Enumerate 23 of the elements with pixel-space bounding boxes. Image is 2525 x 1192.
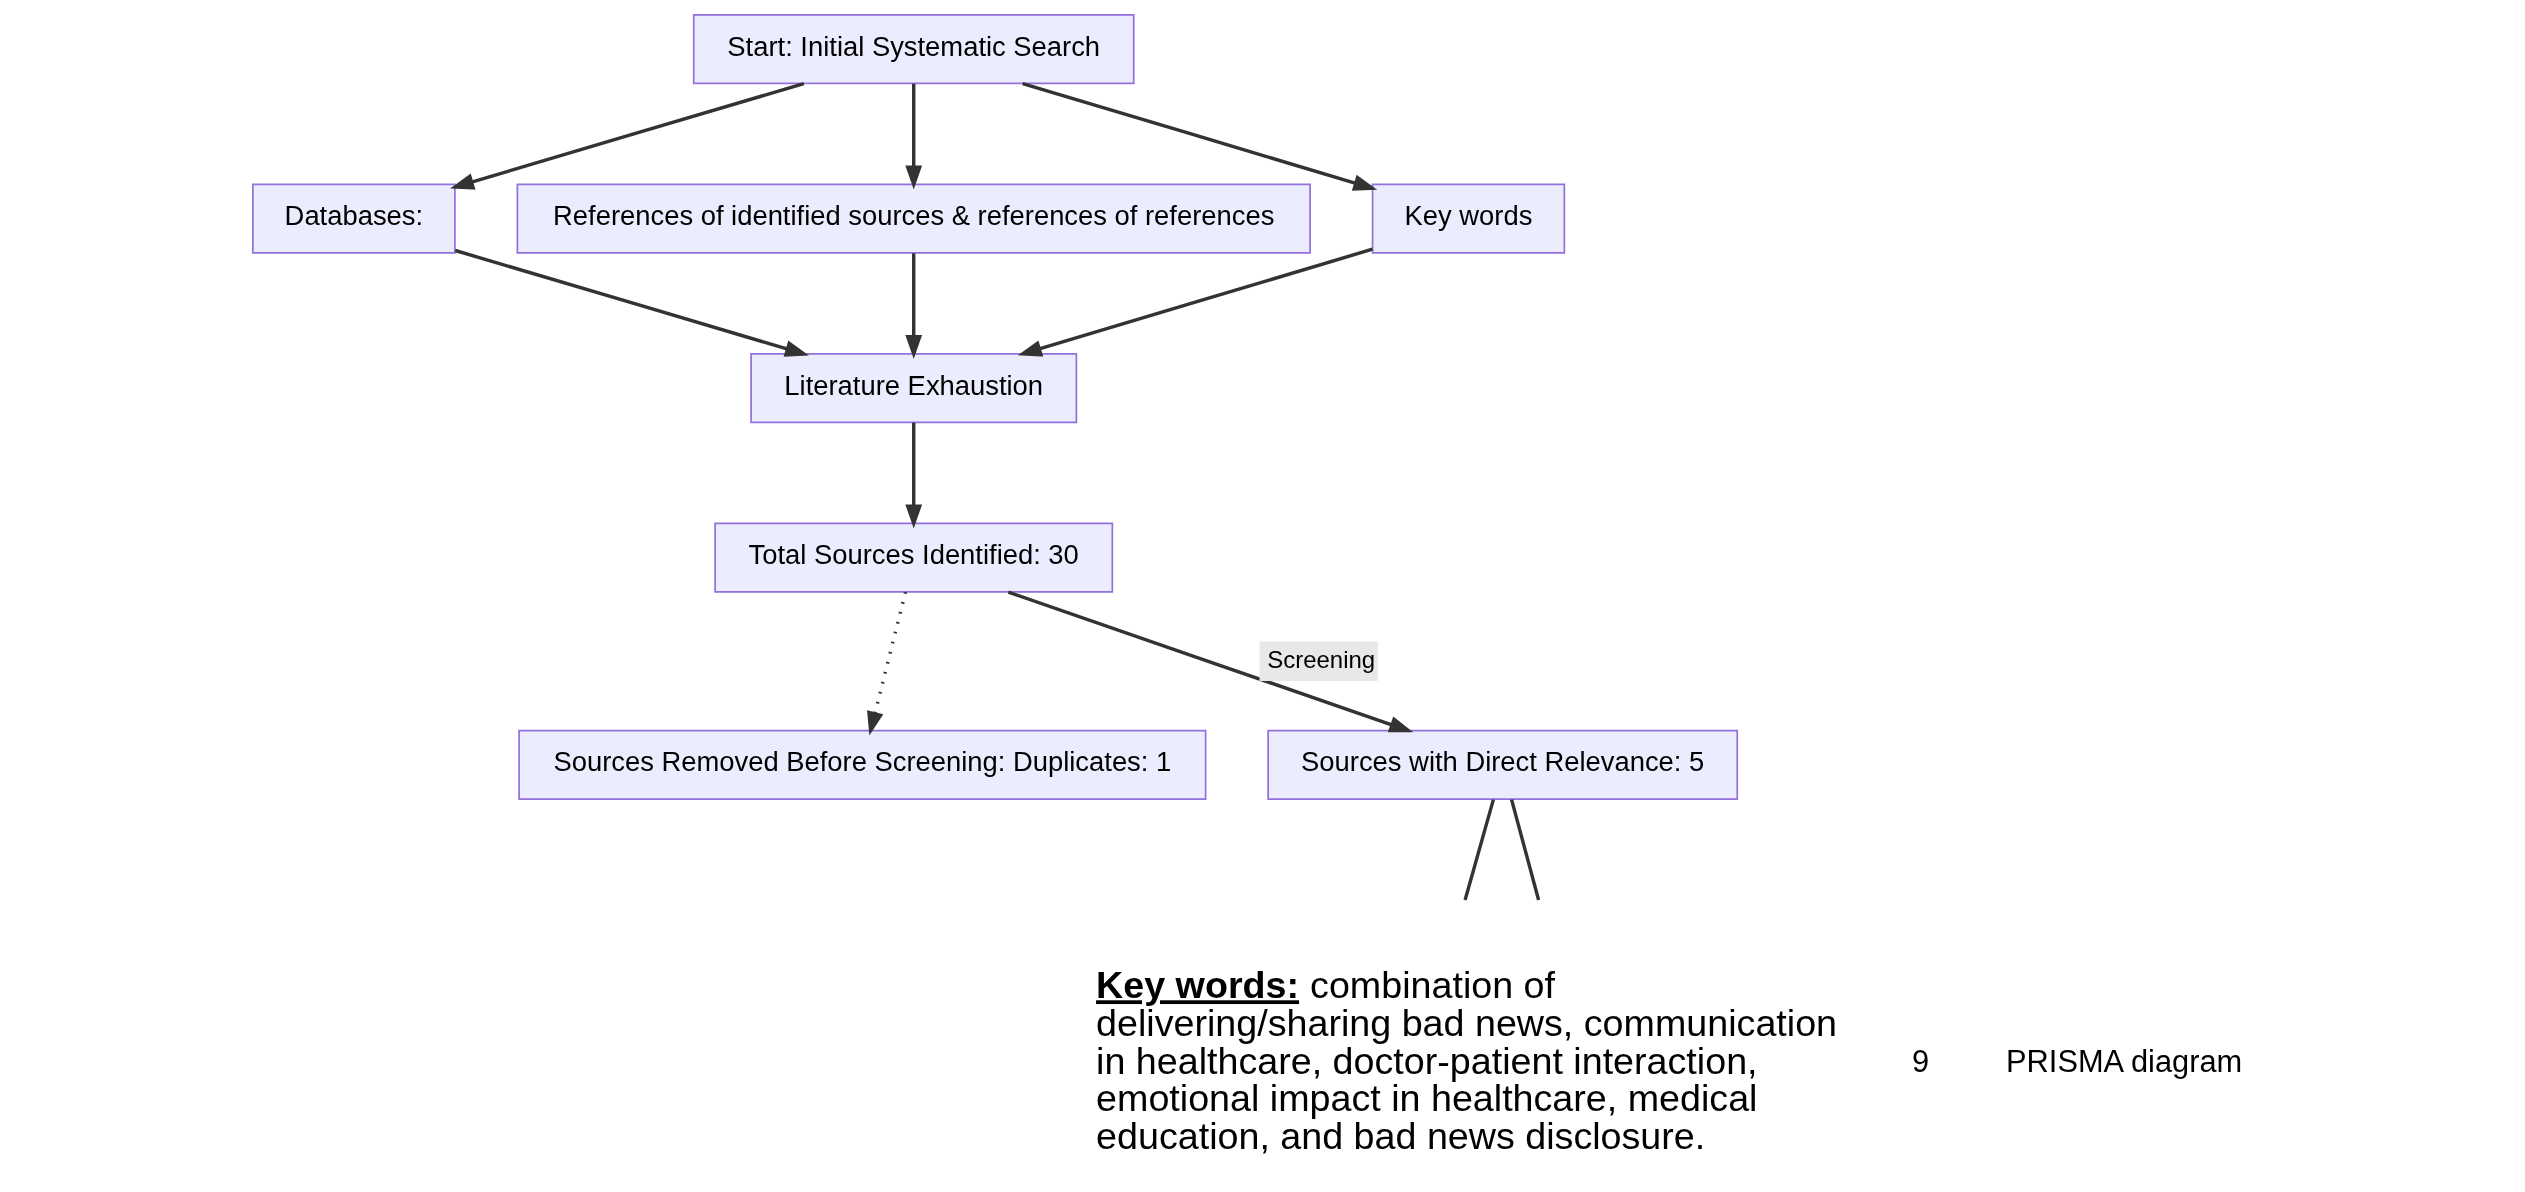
arrow [866, 591, 907, 736]
connector [1509, 799, 1540, 901]
arrow [904, 422, 922, 529]
node-box: References of identified sources & references of references [516, 183, 1311, 254]
arrow [449, 81, 804, 190]
node-box: Literature Exhaustion [749, 353, 1077, 424]
arrow [1007, 590, 1413, 733]
node-box: Sources Removed Before Screening: Duplicates: 1 [517, 729, 1206, 800]
node-box: Total Sources Identified: 30 [713, 522, 1113, 593]
connector [1462, 799, 1495, 901]
node-box: Databases: [251, 183, 456, 254]
arrow [904, 83, 922, 190]
arrow [1017, 247, 1373, 357]
node-box: Sources with Direct Relevance: 5 [1266, 729, 1738, 800]
label: PRISMA diagram [2005, 1043, 2242, 1079]
arrow [454, 248, 809, 357]
arrow [1021, 81, 1377, 191]
edge-label: Screening [1266, 646, 1375, 674]
label: 9 [1911, 1043, 1929, 1079]
node-box: Key words [1371, 183, 1565, 254]
arrow [904, 253, 922, 359]
label: Key words: combination of delivering/sharing bad news, communication in healthcare, doctor-patient interaction, emotional impact in healthcare, medical education, and bad news disclosure. [1095, 964, 1837, 1157]
node-box: Start: Initial Systematic Search [692, 14, 1135, 85]
